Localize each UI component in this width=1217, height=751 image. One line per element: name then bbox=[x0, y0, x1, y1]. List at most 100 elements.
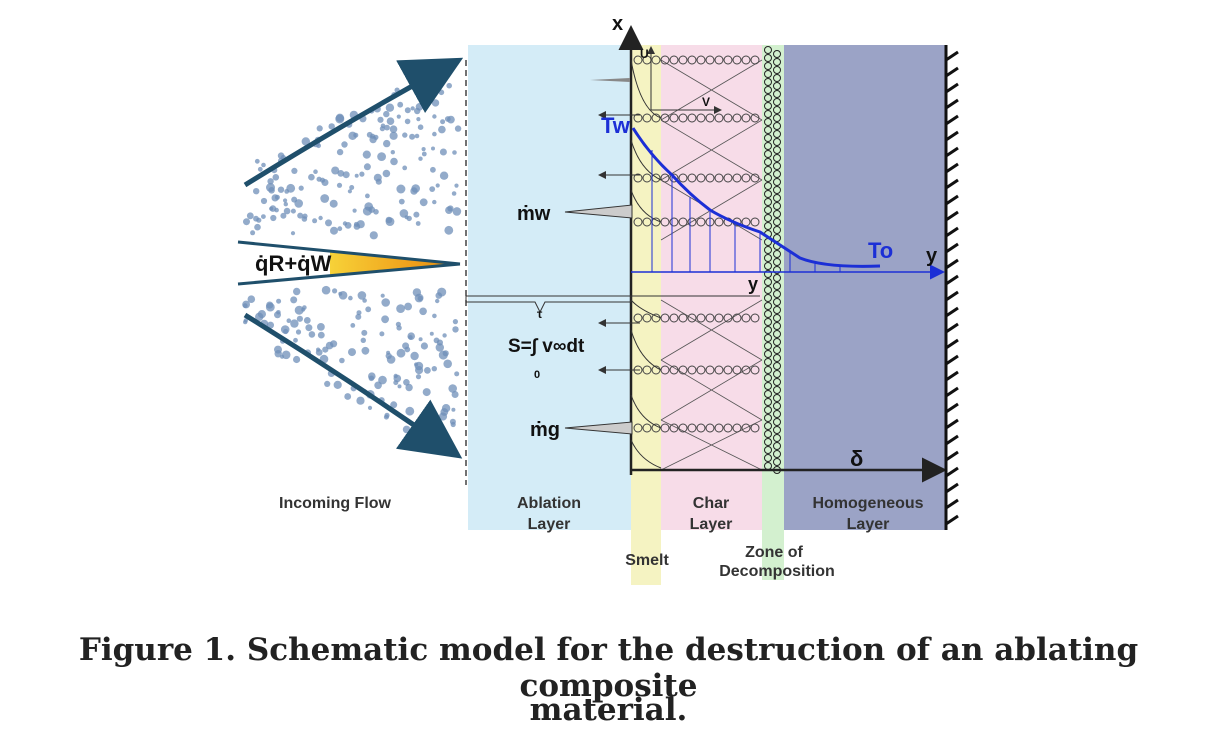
flow-particle bbox=[389, 131, 398, 140]
flow-particle bbox=[385, 103, 395, 112]
zone-particle bbox=[773, 258, 781, 266]
zone-particle bbox=[764, 222, 772, 230]
wall-hatch-mark bbox=[945, 434, 959, 446]
gas-bubble bbox=[741, 365, 751, 375]
mass-g-label: ṁg bbox=[530, 419, 560, 441]
smelt-label: Smelt bbox=[625, 552, 669, 569]
zone-particle bbox=[773, 114, 781, 122]
zone-label-2: Decomposition bbox=[719, 563, 835, 580]
flow-particle bbox=[359, 171, 365, 177]
flow-particle bbox=[439, 148, 447, 156]
wall-hatch-mark bbox=[945, 466, 959, 478]
gas-bubble bbox=[741, 113, 751, 123]
gas-bubble bbox=[633, 173, 643, 183]
flow-particle bbox=[329, 199, 338, 208]
zone-particle bbox=[773, 290, 781, 298]
flow-particle bbox=[378, 375, 387, 385]
gas-bubble bbox=[642, 423, 652, 433]
zone-particle bbox=[764, 126, 772, 134]
flow-particle bbox=[452, 150, 457, 155]
zone-particle bbox=[764, 302, 772, 310]
flow-particle bbox=[283, 328, 289, 335]
flow-particle bbox=[276, 298, 282, 304]
zone-particle bbox=[764, 390, 772, 398]
flow-particle bbox=[383, 110, 390, 118]
boundary-layer-curves bbox=[630, 59, 662, 469]
gas-bubble bbox=[687, 173, 697, 183]
axis-y-inner-label: y bbox=[748, 274, 758, 294]
flow-particle bbox=[269, 205, 277, 212]
flow-particle bbox=[429, 186, 436, 193]
flow-particle bbox=[435, 298, 440, 304]
flow-particle bbox=[396, 114, 401, 119]
mass-w-label: ṁw bbox=[517, 203, 551, 225]
flow-particle bbox=[452, 319, 458, 325]
flow-particle bbox=[379, 331, 385, 337]
flow-particle bbox=[451, 191, 457, 196]
gas-bubble bbox=[714, 423, 724, 433]
zone-particle bbox=[764, 62, 772, 70]
gas-bubble bbox=[750, 217, 760, 227]
gas-bubble bbox=[723, 113, 733, 123]
flow-particle bbox=[293, 355, 301, 364]
zone-particle bbox=[764, 454, 772, 462]
flow-particle bbox=[454, 371, 460, 377]
flow-particle bbox=[411, 184, 421, 193]
flow-particle bbox=[316, 125, 323, 132]
zone-particle bbox=[764, 398, 772, 406]
flow-particle bbox=[324, 380, 331, 387]
flow-particle bbox=[297, 212, 304, 219]
flow-particle bbox=[247, 295, 256, 304]
gas-bubble bbox=[705, 113, 715, 123]
flow-particle bbox=[261, 162, 266, 168]
flow-particle bbox=[365, 306, 372, 313]
ablation-label-1: Ablation bbox=[517, 495, 581, 512]
zone-particle bbox=[773, 282, 781, 290]
gas-bubble bbox=[705, 423, 715, 433]
flow-particle bbox=[385, 216, 393, 224]
integral-lower-label: 0 bbox=[534, 369, 540, 381]
flow-particle bbox=[355, 313, 362, 320]
flow-particle bbox=[303, 317, 311, 324]
flow-particle bbox=[366, 131, 373, 138]
wall-hatch-mark bbox=[945, 450, 959, 462]
init-temp-label: To bbox=[868, 238, 893, 263]
gas-bubble bbox=[732, 365, 742, 375]
gas-bubble bbox=[633, 423, 643, 433]
zone-particle bbox=[764, 198, 772, 206]
flow-particle bbox=[397, 101, 404, 108]
flow-particle bbox=[432, 199, 437, 205]
flow-particle bbox=[402, 165, 408, 171]
zone-particle bbox=[773, 82, 781, 90]
flow-particle bbox=[293, 287, 301, 296]
zone-particle bbox=[773, 106, 781, 114]
zone-particle bbox=[773, 346, 781, 354]
flow-particle bbox=[377, 152, 386, 162]
gas-bubble bbox=[732, 113, 742, 123]
flow-particle bbox=[348, 295, 353, 301]
flow-particle bbox=[390, 157, 398, 166]
flow-particle bbox=[444, 225, 454, 235]
char-layer-region bbox=[661, 45, 762, 530]
zone-particle bbox=[773, 338, 781, 346]
flow-particle bbox=[431, 366, 437, 372]
flow-particle bbox=[452, 207, 462, 216]
zone-particle bbox=[764, 326, 772, 334]
flow-particle bbox=[250, 230, 256, 236]
zone-particle bbox=[773, 450, 781, 458]
zone-particle bbox=[764, 94, 772, 102]
flow-particle bbox=[405, 383, 413, 392]
gas-bubble bbox=[669, 217, 679, 227]
flow-particle bbox=[440, 119, 446, 125]
flow-particle bbox=[260, 197, 268, 205]
zone-particle bbox=[764, 366, 772, 374]
wall-hatch-mark bbox=[945, 306, 959, 318]
gas-bubble bbox=[696, 217, 706, 227]
integral-upper-label: τ bbox=[537, 307, 543, 321]
zone-particle bbox=[773, 66, 781, 74]
flow-particle bbox=[357, 291, 367, 300]
gas-bubble bbox=[642, 217, 652, 227]
gas-bubble bbox=[723, 313, 733, 323]
zone-particle bbox=[764, 70, 772, 78]
wall-hatch-mark bbox=[945, 178, 959, 190]
